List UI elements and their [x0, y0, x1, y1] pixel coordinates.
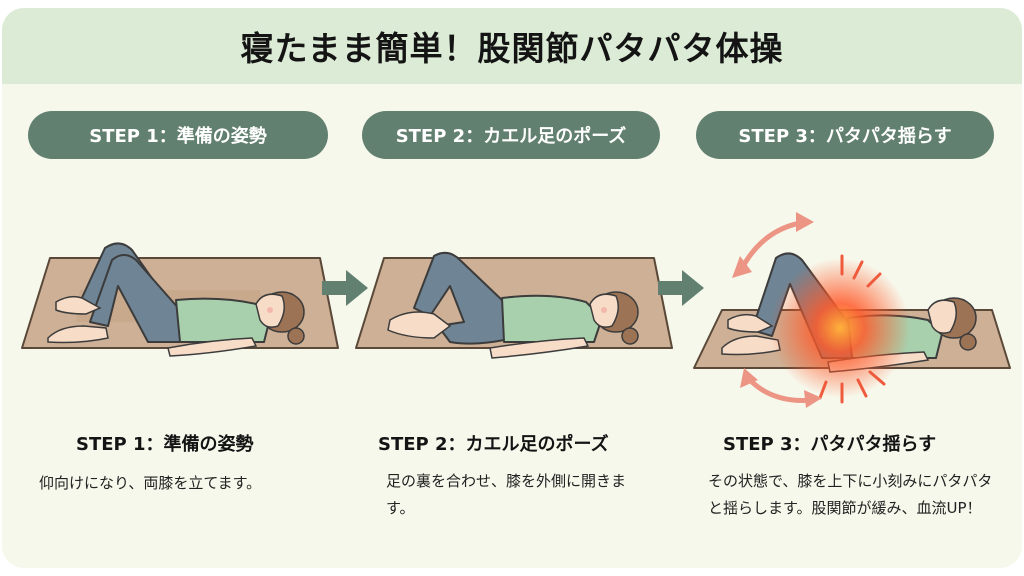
step-3-description: その状態で、膝を上下に小刻みにパタパタと揺らします。股関節が緩み、血流UP！ — [708, 472, 993, 517]
hip-glow — [770, 258, 910, 398]
exercise-card: 寝たまま簡単！股関節パタパタ体操 STEP 1：準備の姿勢 STEP 2：カエル… — [2, 8, 1022, 568]
title-banner: 寝たまま簡単！股関節パタパタ体操 — [2, 8, 1022, 84]
step-1-title: STEP 1：準備の姿勢 — [76, 434, 254, 455]
step-1-pill: STEP 1：準備の姿勢 — [28, 111, 328, 159]
step-1-description: 仰向けになり、両膝を立てます。 — [39, 474, 262, 492]
step-3-illustration — [692, 208, 1022, 418]
right-arrow-icon — [658, 270, 704, 310]
step-2-title: STEP 2：カエル足のポーズ — [378, 434, 609, 455]
burst-lines-icon — [818, 254, 886, 404]
step-2-description: 足の裏を合わせ、膝を外側に開きます。 — [386, 472, 627, 517]
step-2-illustration — [354, 230, 674, 360]
page-title: 寝たまま簡単！股関節パタパタ体操 — [240, 29, 784, 68]
step-1-illustration — [20, 230, 340, 360]
step-2-pill: STEP 2：カエル足のポーズ — [362, 111, 660, 159]
step-3-pill: STEP 3：パタパタ揺らす — [696, 111, 994, 159]
step-3-title: STEP 3：パタパタ揺らす — [723, 434, 937, 455]
right-arrow-icon — [322, 270, 368, 310]
